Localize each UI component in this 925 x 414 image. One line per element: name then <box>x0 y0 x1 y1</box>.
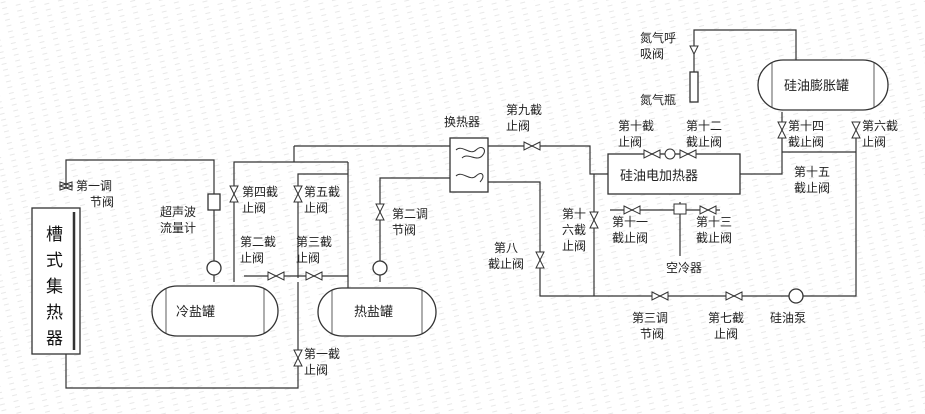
hot-tank-label: 热盐罐 <box>354 305 393 320</box>
stop-valve-9-label-2: 止阀 <box>506 119 530 133</box>
heat-exchanger-label: 换热器 <box>444 115 480 129</box>
stop-valve-2-label-2: 止阀 <box>240 251 264 265</box>
stop-valve-8-label-2: 截止阀 <box>488 257 524 271</box>
air-cooler-label: 空冷器 <box>666 261 702 275</box>
stop-valve-4-label-2: 止阀 <box>242 201 266 215</box>
stop-valve-15-label-2: 截止阀 <box>794 181 830 195</box>
heater-indicator-icon <box>665 149 675 159</box>
oil-pump-icon <box>789 289 803 303</box>
stop-valve-5-label-2: 止阀 <box>304 201 328 215</box>
stop-valve-14-label-1: 第十四 <box>788 119 824 133</box>
stop-valve-15-label-1: 第十五 <box>794 165 830 179</box>
reg-valve-1-label-1: 第一调 <box>76 179 112 193</box>
collector-char-5: 器 <box>46 329 63 349</box>
stop-valve-3-label-1: 第三截 <box>296 235 332 249</box>
oil-pump-label: 硅油泵 <box>770 311 806 325</box>
stop-valve-12-label-1: 第十二 <box>686 119 722 133</box>
stop-valve-11-label-1: 第十一 <box>612 215 648 229</box>
stop-valve-13-label-1: 第十三 <box>696 215 732 229</box>
stop-valve-1-label-2: 止阀 <box>304 363 328 377</box>
cold-tank-pump-icon <box>207 261 221 275</box>
collector-char-4: 热 <box>46 303 63 323</box>
reg-valve-3-label-1: 第三调 <box>632 311 668 325</box>
trough-collector: 槽 式 集 热 器 <box>32 208 80 354</box>
stop-valve-6-label-2: 止阀 <box>862 135 886 149</box>
nitrogen-valve-label-2: 吸阀 <box>640 47 664 61</box>
hot-tank-pump-icon <box>373 261 387 275</box>
stop-valve-7-label-2: 止阀 <box>714 327 738 341</box>
stop-valve-7-label-1: 第七截 <box>708 311 744 325</box>
cold-salt-tank: 冷盐罐 <box>152 286 278 336</box>
flowmeter-label-2: 流量计 <box>160 221 196 235</box>
electric-heater-label: 硅油电加热器 <box>620 169 698 184</box>
stop-valve-16-label-3: 止阀 <box>562 239 586 253</box>
air-cooler-icon <box>674 204 686 214</box>
stop-valve-2-label-1: 第二截 <box>240 235 276 249</box>
flowmeter-label-1: 超声波 <box>160 204 196 219</box>
nitrogen-bottle-label: 氮气瓶 <box>640 92 676 107</box>
stop-valve-16-label-1: 第十 <box>562 207 586 221</box>
reg-valve-1-label-2: 节阀 <box>90 195 114 209</box>
expansion-tank-label: 硅油膨胀罐 <box>784 79 849 94</box>
stop-valve-4-label-1: 第四截 <box>242 185 278 199</box>
collector-char-3: 集 <box>46 277 63 297</box>
stop-valve-13-label-2: 截止阀 <box>696 231 732 245</box>
stop-valve-16-label-2: 六截 <box>562 223 586 237</box>
stop-valve-6-label-1: 第六截 <box>862 119 898 133</box>
stop-valve-12-label-2: 截止阀 <box>686 135 722 149</box>
cold-tank-label: 冷盐罐 <box>176 305 215 320</box>
reg-valve-3-label-2: 节阀 <box>640 327 664 341</box>
collector-char-2: 式 <box>46 251 63 271</box>
stop-valve-9-label-1: 第九截 <box>506 103 542 117</box>
stop-valve-10-label-1: 第十截 <box>618 119 654 133</box>
stop-valve-1-label-1: 第一截 <box>304 347 340 361</box>
stop-valve-10-label-2: 止阀 <box>618 135 642 149</box>
silicone-oil-expansion-tank: 硅油膨胀罐 <box>758 60 888 110</box>
stop-valve-8-label-1: 第八 <box>494 241 518 255</box>
nitrogen-valve-label-1: 氮气呼 <box>640 30 676 45</box>
reg-valve-2-label-2: 节阀 <box>392 223 416 237</box>
stop-valve-14-label-2: 截止阀 <box>788 135 824 149</box>
stop-valve-3-label-2: 止阀 <box>296 251 320 265</box>
reg-valve-2-label-1: 第二调 <box>392 207 428 221</box>
hot-salt-tank: 热盐罐 <box>318 288 436 336</box>
collector-char-1: 槽 <box>46 225 63 245</box>
silicone-oil-electric-heater: 硅油电加热器 <box>608 149 740 194</box>
stop-valve-5-label-1: 第五截 <box>304 185 340 199</box>
stop-valve-11-label-2: 截止阀 <box>612 231 648 245</box>
